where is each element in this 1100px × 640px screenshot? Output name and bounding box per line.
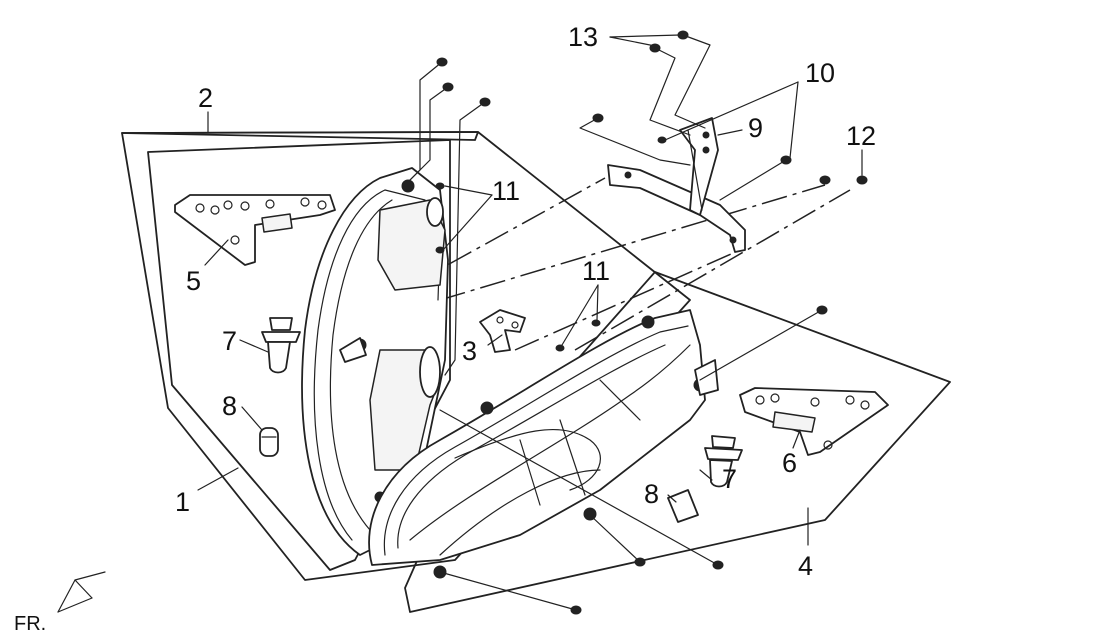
assembly-line bbox=[439, 184, 826, 301]
callout-7-left: 7 bbox=[222, 326, 237, 356]
callout-4: 4 bbox=[798, 551, 813, 581]
callout-11-upper: 11 bbox=[492, 176, 520, 206]
front-direction-indicator: FR. bbox=[14, 571, 106, 635]
callout-8-left: 8 bbox=[222, 391, 237, 421]
right-headlight-housing bbox=[368, 309, 719, 579]
callout-13: 13 bbox=[568, 22, 598, 52]
headlight-bracket bbox=[607, 117, 746, 253]
position-bulb-left bbox=[259, 427, 279, 457]
small-mount-bracket bbox=[479, 309, 526, 353]
callout-leaders bbox=[197, 34, 863, 546]
callout-7-right: 7 bbox=[722, 464, 737, 494]
callout-12: 12 bbox=[846, 121, 876, 151]
callout-3: 3 bbox=[462, 336, 477, 366]
callout-8-right: 8 bbox=[644, 479, 659, 509]
front-direction-label: FR. bbox=[14, 613, 46, 635]
position-bulb-right bbox=[667, 489, 699, 523]
headlight-bulb-left bbox=[261, 317, 301, 374]
group-2-boundary bbox=[121, 131, 691, 581]
callout-11-middle: 11 bbox=[582, 256, 610, 286]
callout-9: 9 bbox=[748, 113, 763, 143]
assembly-line bbox=[574, 189, 851, 351]
callout-6: 6 bbox=[782, 448, 797, 478]
callout-1: 1 bbox=[175, 487, 190, 517]
callout-2: 2 bbox=[198, 83, 213, 113]
callout-5: 5 bbox=[186, 266, 201, 296]
callout-10: 10 bbox=[805, 58, 835, 88]
right-position-light-board bbox=[739, 387, 889, 456]
group-1-boundary bbox=[147, 139, 451, 571]
screw-guide-lines bbox=[404, 34, 823, 611]
headlight-bulb-right bbox=[704, 435, 743, 488]
left-position-light-board bbox=[174, 194, 336, 266]
